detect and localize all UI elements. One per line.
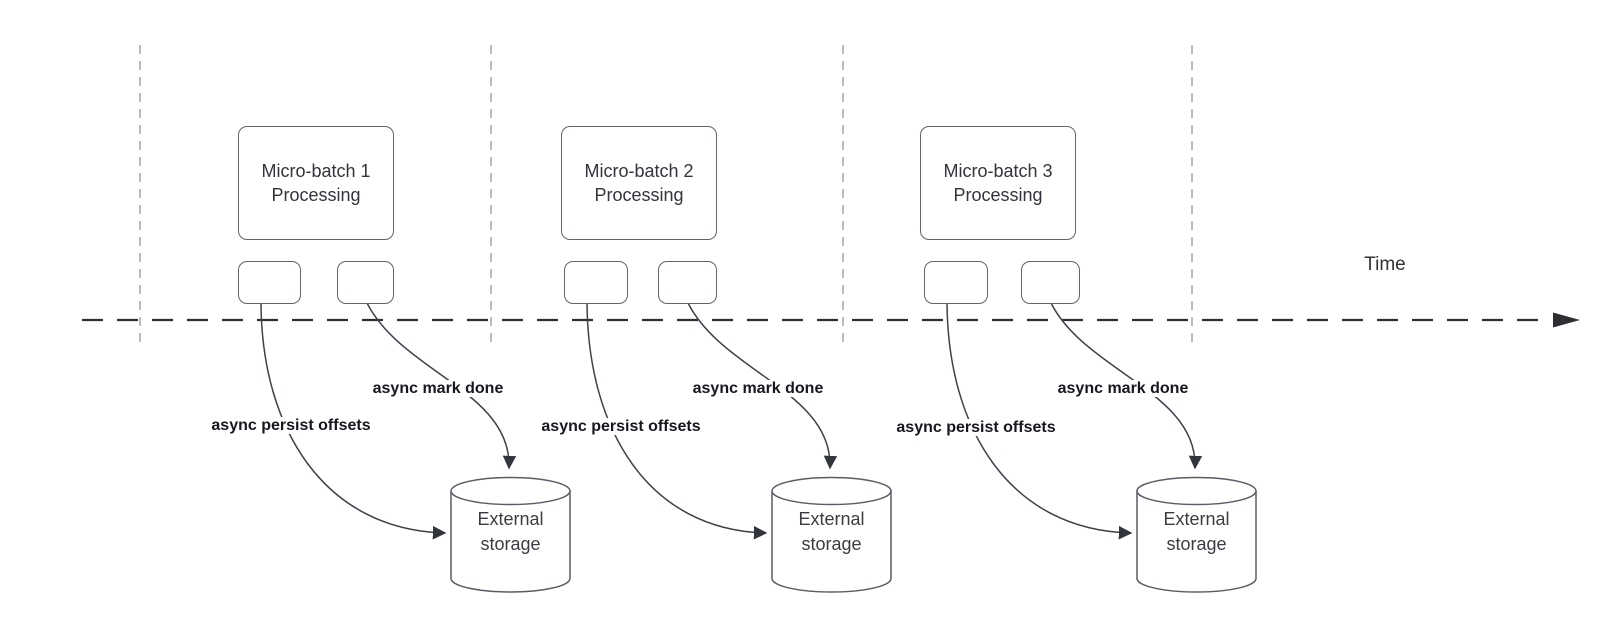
async-persist-arrow-3 xyxy=(946,302,1133,540)
microbatch-3-title-line2: Processing xyxy=(953,185,1043,205)
async-mark-done-label-2: async mark done xyxy=(690,380,826,397)
persist-op-box-2 xyxy=(564,261,628,304)
mark-done-op-box-3 xyxy=(1021,261,1080,304)
time-axis-label: Time xyxy=(1364,254,1406,275)
persist-op-box-1 xyxy=(238,261,301,304)
async-mark-done-label-1: async mark done xyxy=(370,380,506,397)
external-storage-label-2: External storage xyxy=(798,509,865,554)
async-persist-offsets-label-2: async persist offsets xyxy=(539,418,703,435)
mark-done-op-box-2 xyxy=(658,261,717,304)
microbatch-2-box: Micro-batch 2 Processing xyxy=(561,126,717,240)
async-persist-arrow-2 xyxy=(586,302,768,540)
mark-done-op-box-1 xyxy=(337,261,394,304)
persist-op-box-3 xyxy=(924,261,988,304)
time-axis-arrowhead-icon xyxy=(1553,312,1580,328)
async-persist-offsets-label-3: async persist offsets xyxy=(894,419,1058,436)
microbatch-2-title-line1: Micro-batch 2 xyxy=(584,161,694,181)
microbatch-3-title-line1: Micro-batch 3 xyxy=(943,161,1053,181)
microbatch-2-title-line2: Processing xyxy=(594,185,684,205)
async-persist-arrow-1 xyxy=(260,303,447,540)
microbatch-3-box: Micro-batch 3 Processing xyxy=(920,126,1076,240)
external-storage-label-3: External storage xyxy=(1163,509,1230,554)
storage-cylinder-2 xyxy=(771,476,892,593)
external-storage-label-1: External storage xyxy=(477,509,544,554)
storage-cylinder-3 xyxy=(1136,476,1257,593)
storage-cylinder-1 xyxy=(450,476,571,593)
microbatch-1-box: Micro-batch 1 Processing xyxy=(238,126,394,240)
async-mark-done-label-3: async mark done xyxy=(1055,380,1191,397)
async-persist-offsets-label-1: async persist offsets xyxy=(209,417,373,434)
microbatch-1-title-line2: Processing xyxy=(271,185,361,205)
microbatch-1-title-line1: Micro-batch 1 xyxy=(261,161,371,181)
